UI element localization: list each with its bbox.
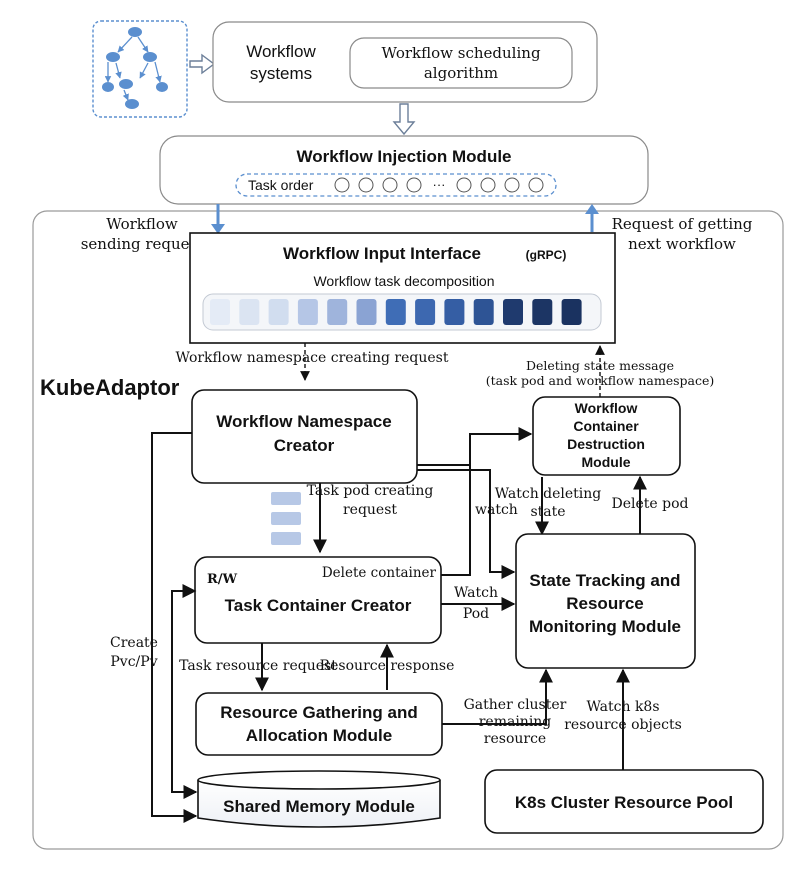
gathering-module-line1: Resource Gathering and bbox=[220, 703, 417, 722]
rw-label: R/W bbox=[207, 572, 238, 587]
workflow-sending-request-line2: sending request bbox=[81, 235, 204, 253]
create-pvc-line1: Create bbox=[110, 635, 158, 651]
watch-k8s-line1: Watch k8s bbox=[586, 699, 659, 715]
create-pvc-line2: Pvc/Pv bbox=[110, 654, 157, 670]
deleting-state-line2: (task pod and workflow namespace) bbox=[486, 373, 715, 388]
tracking-module-line3: Monitoring Module bbox=[529, 617, 681, 636]
tracking-module-line2: Resource bbox=[566, 594, 643, 613]
state-tracking-monitoring-module bbox=[515, 533, 696, 669]
workflow-systems-title-line2: systems bbox=[250, 64, 312, 83]
grpc-label: (gRPC) bbox=[526, 248, 567, 262]
kubeadaptor-boundary bbox=[32, 210, 784, 850]
task-block bbox=[239, 299, 260, 325]
task-order-queue bbox=[235, 173, 557, 197]
task-block bbox=[503, 299, 523, 325]
task-order-ellipsis: ··· bbox=[433, 177, 446, 192]
watch-pod-line1: Watch bbox=[454, 585, 498, 601]
workflow-namespace-creator bbox=[191, 389, 418, 484]
destruction-module-line2: Container bbox=[573, 418, 639, 434]
injection-module-title: Workflow Injection Module bbox=[296, 147, 511, 166]
shared-memory-title: Shared Memory Module bbox=[223, 797, 415, 816]
workflow-dag-icon bbox=[92, 20, 188, 118]
k8s-pool-title: K8s Cluster Resource Pool bbox=[515, 793, 733, 812]
task-pod-stack-icon bbox=[271, 492, 301, 545]
workflow-sending-request-line1: Workflow bbox=[106, 215, 178, 233]
injection-flow-arrows bbox=[211, 204, 599, 234]
destruction-module-line4: Module bbox=[582, 454, 631, 470]
workflow-injection-module bbox=[159, 135, 649, 205]
namespace-to-destruction-arrow bbox=[417, 427, 533, 466]
tracking-module-line1: State Tracking and bbox=[529, 571, 680, 590]
container-destruction-module bbox=[532, 396, 681, 476]
watch-k8s-line2: resource objects bbox=[564, 717, 682, 733]
gather-cluster-arrow bbox=[442, 668, 553, 725]
input-interface-title: Workflow Input Interface bbox=[283, 244, 481, 263]
watch-deleting-line1: Watch deleting bbox=[495, 486, 602, 502]
delete-container-label: Delete container bbox=[322, 565, 437, 581]
task-block bbox=[444, 299, 465, 325]
workflow-systems-title-line1: Workflow bbox=[246, 42, 316, 61]
task-decomposition-blocks bbox=[210, 299, 582, 325]
task-block bbox=[561, 299, 582, 325]
kubeadaptor-label: KubeAdaptor bbox=[40, 375, 180, 400]
task-block bbox=[473, 299, 494, 325]
scheduling-algorithm-line2: algorithm bbox=[424, 64, 498, 82]
delete-pod-label: Delete pod bbox=[612, 496, 689, 512]
task-block bbox=[268, 299, 289, 325]
rw-arrow bbox=[171, 584, 198, 799]
next-workflow-request-line1: Request of getting bbox=[612, 215, 753, 233]
task-order-label: Task order bbox=[248, 177, 314, 193]
task-block bbox=[297, 299, 318, 325]
task-pod-request-line2: request bbox=[343, 502, 397, 518]
namespace-creator-line1: Workflow Namespace bbox=[216, 412, 391, 431]
destruction-module-line3: Destruction bbox=[567, 436, 645, 452]
watch-label: watch bbox=[475, 502, 518, 518]
create-pvc-pv-arrow bbox=[151, 432, 198, 823]
next-workflow-request-line2: next workflow bbox=[628, 235, 736, 253]
scheduling-algorithm-box bbox=[349, 37, 573, 89]
task-block bbox=[385, 299, 406, 325]
task-block bbox=[327, 299, 348, 325]
watch-deleting-line2: state bbox=[530, 504, 565, 520]
shared-memory-module bbox=[197, 770, 441, 828]
watch-arrow bbox=[417, 469, 516, 579]
task-block bbox=[415, 299, 436, 325]
namespace-creator-line2: Creator bbox=[274, 436, 335, 455]
task-block bbox=[532, 299, 553, 325]
scheduling-algorithm-line1: Workflow scheduling bbox=[381, 44, 540, 62]
task-decomposition-label: Workflow task decomposition bbox=[313, 273, 494, 289]
task-block bbox=[210, 299, 230, 325]
k8s-cluster-resource-pool bbox=[484, 769, 764, 834]
deleting-state-line1: Deleting state message bbox=[526, 358, 674, 373]
task-order-nodes bbox=[334, 177, 544, 193]
namespace-request-label: Workflow namespace creating request bbox=[176, 350, 449, 366]
hollow-arrow-right-icon bbox=[189, 53, 216, 75]
task-pod-request-line1: Task pod creating bbox=[307, 483, 434, 499]
task-resource-request-label: Task resource request bbox=[179, 658, 337, 674]
task-creator-title: Task Container Creator bbox=[225, 596, 412, 615]
watch-pod-line2: Pod bbox=[463, 606, 489, 622]
gather-cluster-line1: Gather cluster bbox=[464, 697, 567, 713]
gathering-module-line2: Allocation Module bbox=[246, 726, 392, 745]
destruction-module-line1: Workflow bbox=[575, 400, 638, 416]
task-block bbox=[356, 299, 377, 325]
hollow-arrow-down-icon bbox=[392, 103, 416, 136]
gather-cluster-line2: remaining bbox=[479, 714, 552, 730]
resource-response-label: Resource response bbox=[320, 658, 455, 674]
gather-cluster-line3: resource bbox=[484, 731, 546, 747]
delete-container-arrow bbox=[441, 434, 471, 576]
